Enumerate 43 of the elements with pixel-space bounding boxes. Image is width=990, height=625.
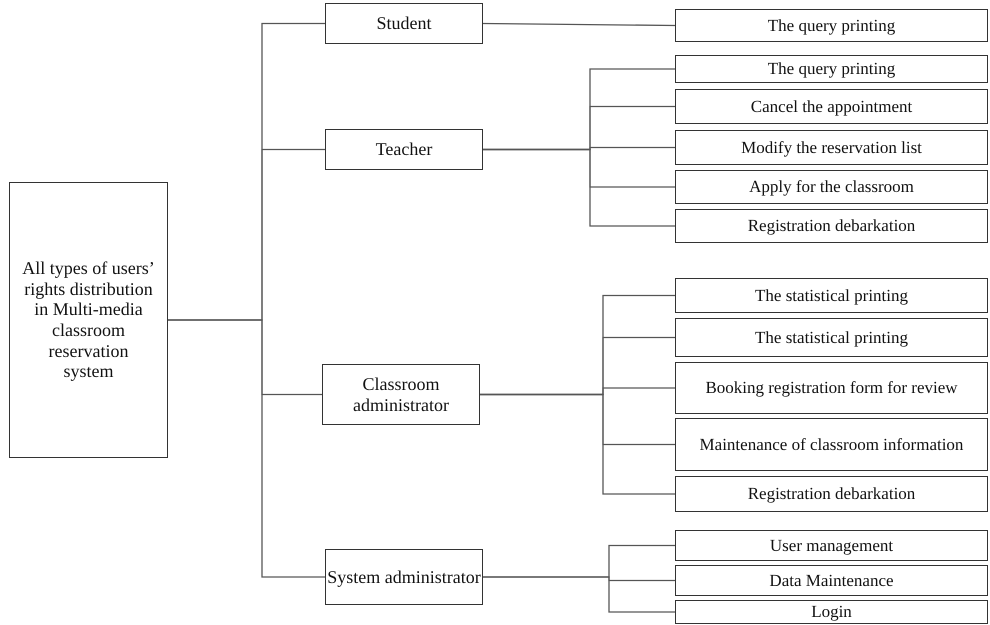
node-label: Cancel the appointment (750, 96, 912, 116)
function-box (675, 600, 988, 624)
function-box (675, 9, 988, 42)
node-label: The statistical printing (755, 328, 908, 348)
function-box (675, 130, 988, 165)
node-label: The query printing (768, 16, 896, 36)
node-label: Registration debarkation (748, 484, 916, 504)
node-label: All types of users’ rights distribution in Multi-media classroom reservation system (22, 258, 155, 382)
function-box (675, 565, 988, 596)
node-label: System administrator (327, 566, 481, 588)
node-label: Apply for the classroom (749, 177, 914, 197)
node-label: User management (770, 536, 894, 556)
node-label: Student (376, 13, 432, 34)
function-box (675, 530, 988, 561)
connector-line (483, 148, 675, 227)
connector-line (480, 394, 675, 495)
connector-line (168, 319, 325, 578)
connector-line (483, 576, 675, 613)
function-box (675, 170, 988, 204)
node-label: The query printing (768, 59, 896, 79)
role-box (325, 129, 483, 170)
node-label: Modify the reservation list (741, 138, 922, 158)
function-box (675, 278, 988, 313)
node-label: Teacher (376, 139, 432, 160)
node-label: Data Maintenance (769, 570, 894, 590)
function-box (675, 55, 988, 83)
role-box (325, 549, 483, 605)
root-box (9, 182, 168, 458)
connector-line (483, 22, 675, 26)
node-label: Login (811, 602, 852, 622)
node-label: Booking registration form for review (705, 378, 958, 398)
node-label: The statistical printing (755, 286, 908, 306)
node-label: Maintenance of classroom information (700, 434, 964, 454)
function-box (675, 209, 988, 243)
function-box (675, 89, 988, 124)
function-box (675, 476, 988, 512)
node-label: Registration debarkation (748, 216, 916, 236)
node-label: Classroom administrator (352, 374, 450, 416)
function-box (675, 318, 988, 357)
role-box (325, 3, 483, 44)
function-box (675, 362, 988, 414)
role-box (322, 364, 480, 425)
function-box (675, 418, 988, 471)
